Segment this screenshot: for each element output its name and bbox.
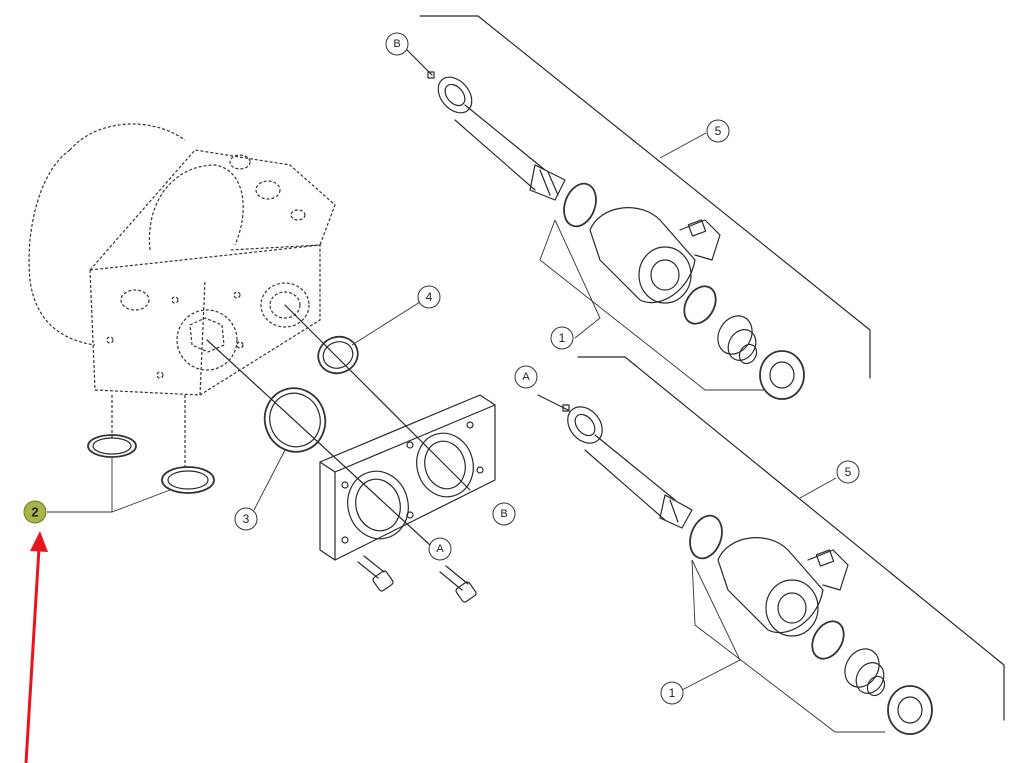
port-marker-b-flange: B — [492, 502, 516, 526]
callout-4[interactable]: 4 — [417, 285, 441, 309]
port-marker-a-mid: A — [514, 365, 538, 389]
lower-cartridge — [537, 356, 1005, 735]
flange-plate — [319, 394, 496, 561]
svg-text:B: B — [500, 508, 507, 520]
svg-text:1: 1 — [669, 686, 676, 700]
callout-5-lower[interactable]: 5 — [836, 460, 860, 484]
o-rings-item-2 — [87, 434, 215, 494]
svg-text:A: A — [522, 371, 530, 383]
valve-body — [28, 123, 336, 470]
o-ring-item-3 — [263, 387, 327, 453]
o-ring-item-4 — [317, 335, 359, 375]
port-marker-a-flange: A — [428, 537, 452, 561]
callout-1-upper[interactable]: 1 — [550, 326, 574, 350]
callout-1-lower[interactable]: 1 — [660, 681, 684, 705]
svg-text:5: 5 — [715, 124, 722, 138]
port-marker-b-top: B — [385, 32, 409, 56]
screws — [357, 555, 477, 603]
svg-text:4: 4 — [426, 290, 433, 304]
callout-5-upper[interactable]: 5 — [706, 119, 730, 143]
svg-text:1: 1 — [559, 331, 566, 345]
svg-text:A: A — [436, 543, 444, 555]
svg-text:5: 5 — [845, 465, 852, 479]
svg-text:B: B — [393, 38, 400, 50]
callout-3[interactable]: 3 — [234, 507, 258, 531]
svg-text:2: 2 — [31, 505, 38, 520]
svg-text:3: 3 — [243, 512, 250, 526]
upper-cartridge — [404, 15, 871, 400]
leader-lines — [47, 132, 885, 733]
red-pointer-arrow — [24, 531, 48, 763]
callout-2-highlighted[interactable]: 2 — [23, 500, 47, 524]
